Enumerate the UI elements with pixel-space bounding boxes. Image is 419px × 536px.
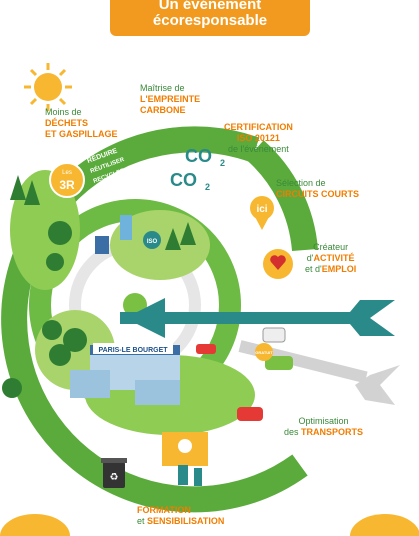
svg-text:2: 2	[220, 158, 225, 168]
outer-spiral-ring	[1, 126, 308, 513]
bus-icon	[262, 327, 286, 343]
title-line-1: Un événement	[158, 0, 262, 13]
venue-buildings	[70, 343, 180, 405]
trees	[2, 175, 196, 398]
venue-label: PARIS-LE BOURGET	[98, 347, 168, 354]
cloud-left	[0, 514, 70, 536]
outer-spiral-ring-right	[246, 140, 318, 252]
small-red-car-icon	[196, 344, 216, 354]
recycle-bin-icon	[95, 236, 109, 254]
svg-text:Les: Les	[62, 170, 72, 176]
co2-icon: CO 2 CO 2	[170, 146, 225, 192]
title-line-2: écoresponsable	[152, 12, 268, 29]
presentation-board-icon	[162, 432, 208, 486]
svg-text:GRATUIT: GRATUIT	[255, 350, 273, 355]
label-transports: Optimisation des transports	[284, 416, 364, 437]
label-dechets: Moins de déchets et gaspillage	[45, 107, 118, 139]
label-formation: Formation et sensibilisation	[137, 505, 225, 526]
svg-text:2: 2	[205, 182, 210, 192]
cloud-right	[350, 514, 419, 536]
car-icon	[265, 356, 293, 370]
svg-text:CO: CO	[185, 146, 212, 166]
iso-icon: ISO	[143, 231, 161, 249]
location-pin-icon: ici	[250, 196, 274, 230]
label-activite: Créateur d'activité et d'emploi	[305, 242, 357, 274]
sun-icon	[24, 63, 72, 111]
red-car-icon	[237, 407, 263, 421]
water-dispenser-icon	[120, 215, 132, 240]
gratuit-badge: GRATUIT	[255, 343, 273, 361]
three-r-badge: Les 3R	[49, 162, 85, 198]
label-empreinte: Maîtrise de l'empreinte carbone	[140, 83, 201, 115]
svg-text:ici: ici	[256, 204, 267, 215]
svg-text:♻: ♻	[110, 472, 119, 483]
teal-arrow	[120, 298, 395, 338]
svg-text:3R: 3R	[59, 178, 75, 192]
svg-text:CO: CO	[170, 170, 197, 190]
title-banner: Un événement écoresponsable	[110, 0, 310, 36]
heart-hand-icon	[263, 249, 293, 279]
label-certification: Certification ISO 20121 de l'événement	[224, 122, 293, 154]
label-circuits: Sélection de circuits courts	[276, 178, 359, 199]
recycling-bin-icon: ♻	[101, 458, 127, 488]
svg-text:ISO: ISO	[147, 239, 158, 245]
